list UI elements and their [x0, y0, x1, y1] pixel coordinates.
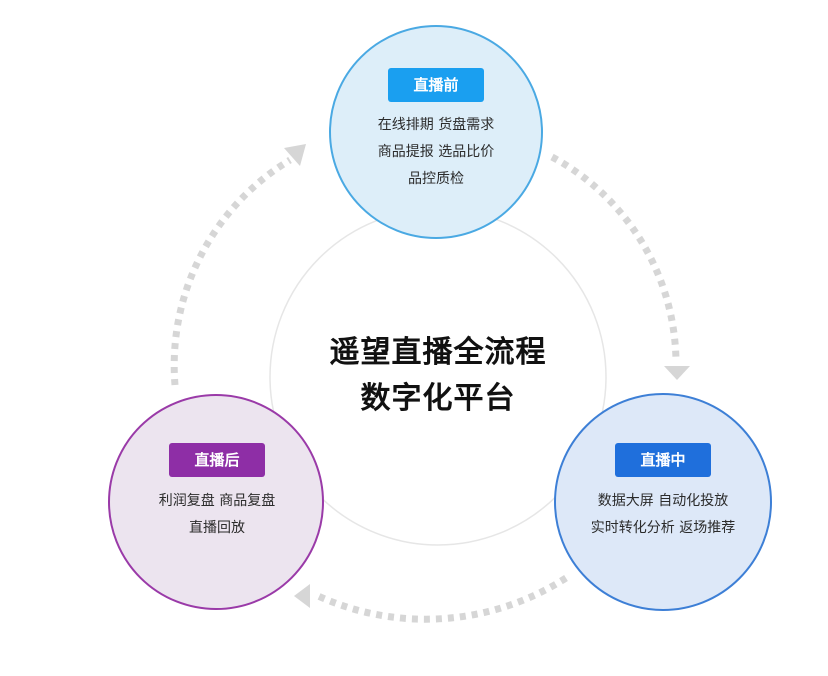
stage-during-line: 数据大屏 自动化投放	[597, 493, 729, 509]
arrow-head-after	[294, 584, 310, 608]
stage-before-circle	[329, 25, 543, 239]
stage-after-circle	[108, 394, 324, 610]
stage-before-badge: 直播前	[388, 68, 484, 102]
platform-title-line1: 遥望直播全流程	[329, 335, 547, 370]
stage-during-line: 实时转化分析 返场推荐	[590, 520, 736, 536]
arrow-after-to-before	[170, 157, 292, 386]
platform-title: 遥望直播全流程 数字化平台	[268, 330, 608, 422]
stage-before-items: 在线排期 货盘需求 商品提报 选品比价 品控质检	[338, 112, 534, 193]
stage-during-items: 数据大屏 自动化投放 实时转化分析 返场推荐	[570, 488, 756, 542]
stage-after-line: 直播回放	[189, 520, 245, 536]
arrow-head-before	[284, 144, 306, 166]
platform-title-line2: 数字化平台	[360, 381, 516, 416]
arrow-before-to-during	[550, 153, 680, 363]
stage-before-line: 商品提报 选品比价	[377, 144, 495, 160]
stage-after-line: 利润复盘 商品复盘	[158, 493, 276, 509]
stage-after-badge: 直播后	[169, 443, 265, 477]
stage-before-line: 在线排期 货盘需求	[377, 117, 495, 133]
arrow-head-during	[664, 366, 690, 380]
stage-before-line: 品控质检	[408, 171, 464, 187]
stage-after-items: 利润复盘 商品复盘 直播回放	[120, 488, 314, 542]
stage-during-badge: 直播中	[615, 443, 711, 477]
arrow-during-to-after	[314, 575, 568, 623]
stage-during-circle	[554, 393, 772, 611]
